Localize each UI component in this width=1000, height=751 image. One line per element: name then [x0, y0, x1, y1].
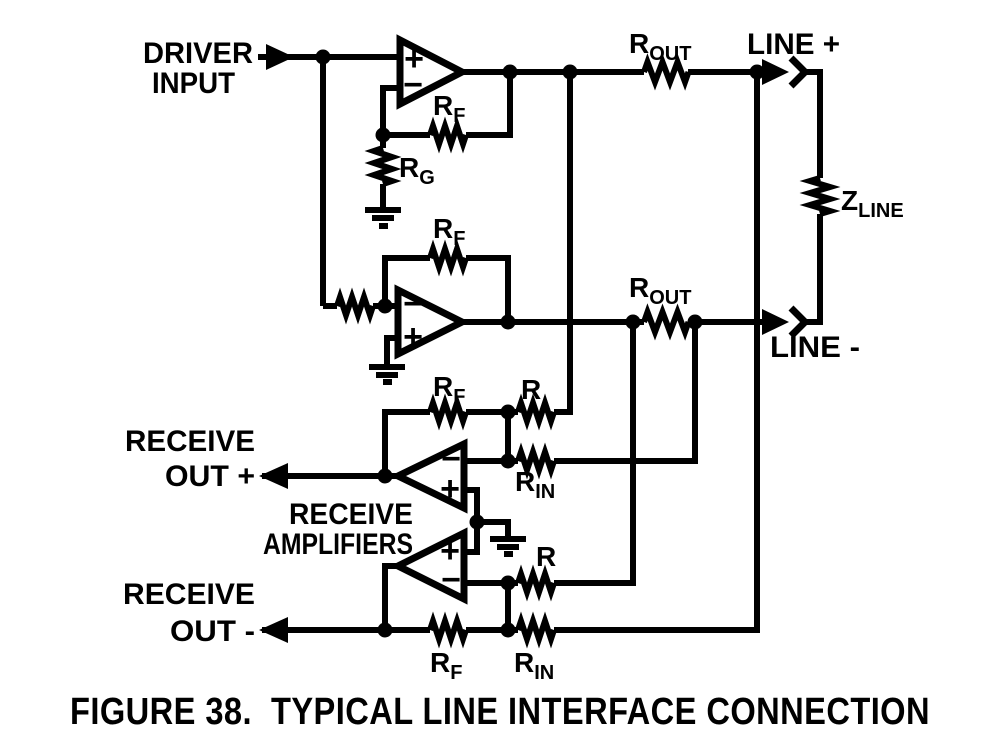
- junction-dot: [315, 49, 331, 65]
- resistor-rout-line-minus: [641, 303, 692, 341]
- resistor-r-receive2: [515, 564, 557, 602]
- junction-dot: [500, 314, 516, 330]
- opamp-receive2: [390, 527, 468, 605]
- junction-dot: [500, 453, 516, 469]
- ground-symbols: [365, 207, 526, 557]
- ground-symbol-driver1: [365, 207, 401, 229]
- line-plus-connector-chevron: [788, 55, 810, 89]
- label-rf-driver2: RF: [433, 213, 465, 250]
- junction-dots: [315, 49, 765, 638]
- label-driver-input-line2: INPUT: [152, 67, 235, 100]
- figure-caption: FIGURE 38. TYPICAL LINE INTERFACE CONNEC…: [70, 691, 930, 733]
- resistor-rf-receive2: [427, 611, 469, 649]
- receive-out-minus-arrow: [259, 617, 288, 643]
- junction-dot: [749, 64, 765, 80]
- resistor-rg: [364, 145, 402, 187]
- label-r-receive1: R: [521, 374, 541, 405]
- line-minus-connector-arrow: [762, 309, 789, 335]
- junction-dot: [377, 622, 393, 638]
- opamp-plus-sign: +: [440, 470, 460, 508]
- resistor-zline: [799, 175, 841, 217]
- opamp-driver1: [396, 34, 470, 110]
- resistor-rin-receive1: [515, 442, 557, 480]
- label-receive-out-minus-line1: RECEIVE: [123, 578, 255, 611]
- opamp-receive1: [389, 438, 468, 514]
- label-rf-driver1: RF: [433, 90, 465, 127]
- label-receive-amplifiers-line2: AMPLIFIERS: [263, 528, 413, 561]
- resistor-rf-driver2: [427, 239, 469, 277]
- opamp-minus-sign: −: [441, 440, 461, 478]
- junction-dot: [502, 64, 518, 80]
- junction-dot: [625, 314, 641, 330]
- label-rout-line-minus: ROUT: [629, 272, 691, 309]
- label-receive-amplifiers-line1: RECEIVE: [289, 498, 413, 531]
- junction-dot: [687, 314, 703, 330]
- opamp-minus-sign: −: [403, 285, 423, 323]
- wire-r2-to-lineminus: [554, 322, 636, 586]
- resistor-rf-driver1: [427, 116, 469, 154]
- label-rin-receive2: RIN: [514, 647, 554, 684]
- opamp-plus-sign: +: [403, 318, 423, 356]
- label-line-minus: LINE -: [770, 331, 860, 364]
- resistor-rout-line-plus: [641, 53, 692, 91]
- wire-ra2-out-down: [382, 563, 398, 630]
- line-minus-connector-chevron: [788, 305, 810, 339]
- wire-driver1-fb-right: [466, 72, 513, 138]
- label-line-plus: LINE +: [747, 28, 840, 61]
- junction-dot: [500, 622, 516, 638]
- wire-rin1-to-lineminus: [554, 322, 698, 464]
- junction-dot: [469, 514, 485, 530]
- label-receive-out-plus-line2: OUT +: [165, 460, 255, 493]
- label-driver-input-line1: DRIVER: [143, 37, 253, 70]
- label-rf-receive2: RF: [430, 647, 462, 684]
- opamp-driver2: [394, 284, 470, 360]
- opamp-minus-sign: −: [403, 66, 423, 104]
- junction-dot: [562, 64, 578, 80]
- label-rout-line-plus: ROUT: [629, 28, 691, 65]
- resistor-r-receive1: [515, 393, 557, 431]
- label-rg: RG: [399, 152, 435, 189]
- driver-input-arrow: [266, 44, 294, 70]
- opamp-plus-sign: +: [404, 40, 424, 78]
- wire-driver2-fb-right: [466, 255, 511, 322]
- ground-symbol-receive: [490, 536, 526, 557]
- wire-ra1-out-to-rf: [382, 409, 430, 476]
- wire-r1-to-top-rail: [554, 72, 573, 415]
- junction-dot: [377, 298, 393, 314]
- ground-symbol-driver2: [369, 364, 405, 385]
- label-zline: ZLINE: [841, 185, 904, 222]
- wire-rin2-to-lineplus: [554, 72, 760, 633]
- arrows-and-connectors: [259, 44, 810, 643]
- wire-zline-bottom-corner: [807, 214, 823, 325]
- receive-out-plus-arrow: [259, 463, 288, 489]
- opamp-plus-sign: +: [440, 532, 460, 570]
- label-rf-receive1: RF: [433, 371, 465, 408]
- wire-ra-gnd-stem: [477, 519, 511, 536]
- opamps: [389, 34, 470, 605]
- terminal-labels: DRIVER INPUT LINE + LINE - RECEIVE OUT +…: [123, 28, 860, 648]
- label-r-receive2: R: [536, 541, 556, 572]
- opamp-input-signs: + − − + − + + −: [403, 40, 461, 599]
- junction-dot: [500, 404, 516, 420]
- component-labels: RF RG RF ROUT ROUT ZLINE RF R RIN R RF R…: [399, 28, 904, 684]
- wire-driver2-gnd-stem: [384, 335, 398, 364]
- resistor-gain-driver2: [334, 287, 376, 325]
- junction-dot: [375, 127, 391, 143]
- opamp-minus-sign: −: [441, 561, 461, 599]
- label-receive-out-minus-line2: OUT -: [170, 615, 255, 648]
- junction-dot: [377, 468, 393, 484]
- line-plus-connector-arrow: [762, 59, 789, 85]
- wire-zline-top-corner: [807, 69, 823, 178]
- wire-driver2-fb-left: [382, 255, 430, 306]
- resistor-rf-receive1: [427, 393, 469, 431]
- resistors: [334, 53, 841, 649]
- junction-dot: [500, 575, 516, 591]
- wire-driver1-inv-input: [380, 85, 400, 135]
- label-receive-out-plus-line1: RECEIVE: [125, 425, 255, 458]
- label-rin-receive1: RIN: [515, 466, 555, 503]
- resistor-rin-receive2: [515, 611, 557, 649]
